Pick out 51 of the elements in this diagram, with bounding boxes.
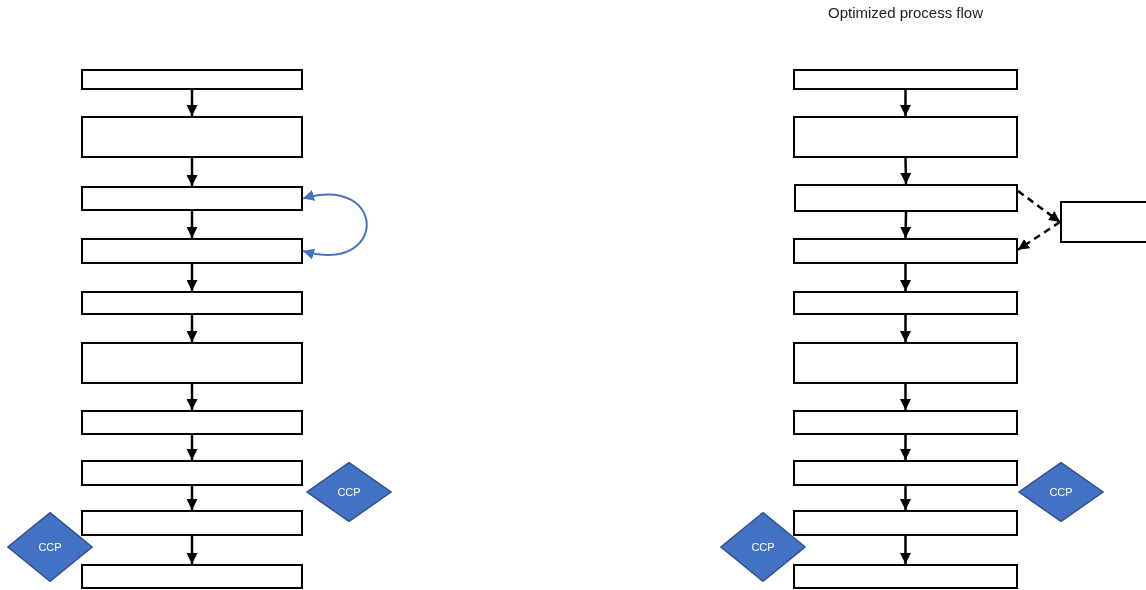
dashed-arrow [1017,220,1061,251]
arrow [900,435,911,460]
process-box [793,116,1018,158]
process-box [81,410,303,435]
arrow [900,536,911,564]
curved-double-arrow [302,191,368,259]
node-label: CCP [38,541,62,553]
node-label: CCP [751,541,775,553]
arrow [900,211,912,239]
dashed-arrow [1017,190,1061,223]
process-box [81,186,303,211]
process-box [793,410,1018,435]
arrow [186,486,198,510]
process-box [81,116,303,158]
arrow [186,435,198,460]
process-box [81,69,303,90]
process-box [81,291,303,315]
arrow [900,384,911,410]
decision-diamond [1018,462,1104,522]
arrow [186,90,198,116]
arrow [900,157,912,185]
decision-diamond [7,512,93,582]
process-box [793,510,1018,536]
node-label: CCP [337,486,361,498]
arrow [186,264,198,291]
process-box [81,342,303,384]
process-box [81,510,303,536]
arrow [900,264,911,291]
arrow [900,315,911,342]
process-box [793,291,1018,315]
decision-diamond [306,462,392,522]
process-box [81,460,303,486]
process-box [1060,201,1146,243]
arrow [186,158,198,186]
process-box [793,460,1018,486]
arrow [900,486,911,510]
process-box [793,564,1018,589]
decision-diamond [720,512,806,582]
arrow [900,90,911,116]
process-box [793,238,1018,264]
diagram-title: Optimized process flow [826,4,985,21]
process-box [793,69,1018,90]
node-label: CCP [1049,486,1073,498]
arrow [186,315,198,342]
process-box [794,184,1018,212]
arrow [186,384,198,410]
arrow [186,536,198,564]
process-box [81,564,303,589]
process-box [81,238,303,264]
arrow [186,211,198,238]
process-box [793,342,1018,384]
